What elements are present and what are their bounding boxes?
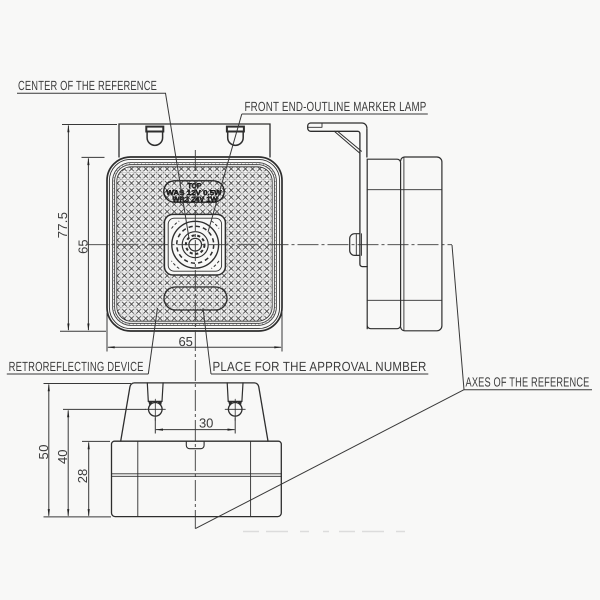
svg-text:40: 40 xyxy=(55,450,70,464)
svg-text:TOP: TOP xyxy=(187,183,201,190)
svg-text:PLACE FOR THE APPROVAL NUMBER: PLACE FOR THE APPROVAL NUMBER xyxy=(213,359,427,374)
svg-text:28: 28 xyxy=(75,469,90,483)
svg-text:77.5: 77.5 xyxy=(55,212,70,239)
svg-text:65: 65 xyxy=(178,334,192,349)
svg-text:30: 30 xyxy=(199,416,213,431)
svg-text:CENTER OF THE REFERENCE: CENTER OF THE REFERENCE xyxy=(18,78,157,93)
svg-text:RETROREFLECTING DEVICE: RETROREFLECTING DEVICE xyxy=(9,359,144,374)
svg-text:WAS 12V 0.5W: WAS 12V 0.5W xyxy=(166,190,222,197)
svg-text:65: 65 xyxy=(76,239,91,253)
svg-text:AXES OF THE REFERENCE: AXES OF THE REFERENCE xyxy=(466,375,590,390)
svg-text:FRONT END-OUTLINE MARKER LAMP: FRONT END-OUTLINE MARKER LAMP xyxy=(245,99,427,114)
svg-text:50: 50 xyxy=(36,444,51,459)
